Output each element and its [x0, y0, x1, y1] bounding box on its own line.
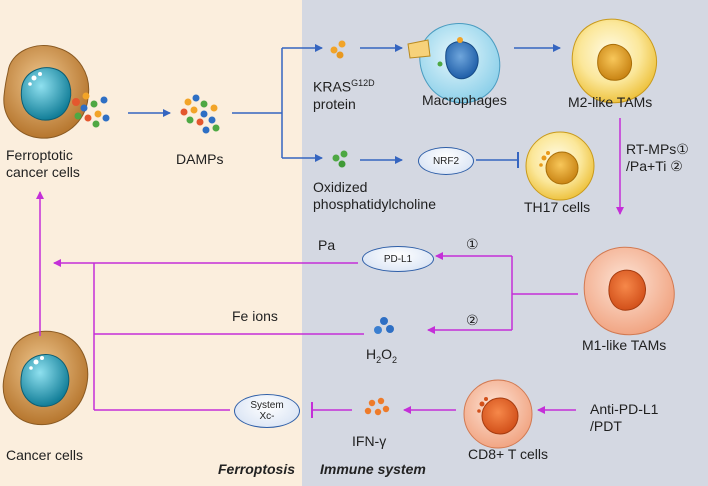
- m1-like-tam-icon: [583, 246, 675, 336]
- ifn-gamma-label: IFN-γ: [352, 433, 387, 449]
- h2o2-label: H2O2: [366, 346, 398, 365]
- immune-system-section-title: Immune system: [320, 461, 426, 477]
- marker-1: ①: [466, 236, 479, 252]
- cd8-label: CD8+ T cells: [468, 446, 549, 462]
- kras-protein-icon: [330, 40, 346, 59]
- pa-label: Pa: [318, 237, 336, 253]
- damps-label: DAMPs: [176, 151, 224, 167]
- m2-tams-label: M2-like TAMs: [568, 94, 653, 110]
- pd-l1-bubble: PD-L1: [362, 246, 434, 272]
- ferroptosis-section-title: Ferroptosis: [218, 461, 296, 477]
- m2-like-tam-icon: [571, 18, 657, 104]
- th17-label: TH17 cells: [524, 199, 591, 215]
- fe-ions-label: Fe ions: [232, 308, 278, 324]
- blue-pathway-arrows: [128, 44, 561, 168]
- ferroptotic-cancer-cell-icon: [3, 44, 110, 139]
- damps-cluster-icon: [180, 94, 220, 134]
- m1-tams-label: M1-like TAMs: [582, 337, 667, 353]
- macrophages-label: Macrophages: [422, 92, 507, 108]
- marker-2: ②: [466, 312, 479, 328]
- cancer-cell-icon: [2, 330, 89, 426]
- macrophage-icon: [407, 23, 501, 104]
- rt-mps-label: RT-MPs①/Pa+Ti ②: [626, 141, 689, 174]
- magenta-pathway-arrows: [36, 118, 624, 418]
- kras-label: KRASG12D protein: [313, 78, 375, 112]
- ifn-gamma-icon: [364, 397, 390, 416]
- anti-pd-l1-label: Anti-PD-L1/PDT: [590, 401, 659, 434]
- th17-cell-icon: [525, 131, 595, 201]
- h2o2-icon: [374, 317, 394, 334]
- oxidized-phosphatidylcholine-icon: [332, 150, 348, 168]
- nrf2-bubble: NRF2: [418, 147, 474, 175]
- cd8-t-cell-icon: [463, 379, 533, 449]
- cancer-cells-label: Cancer cells: [6, 447, 84, 463]
